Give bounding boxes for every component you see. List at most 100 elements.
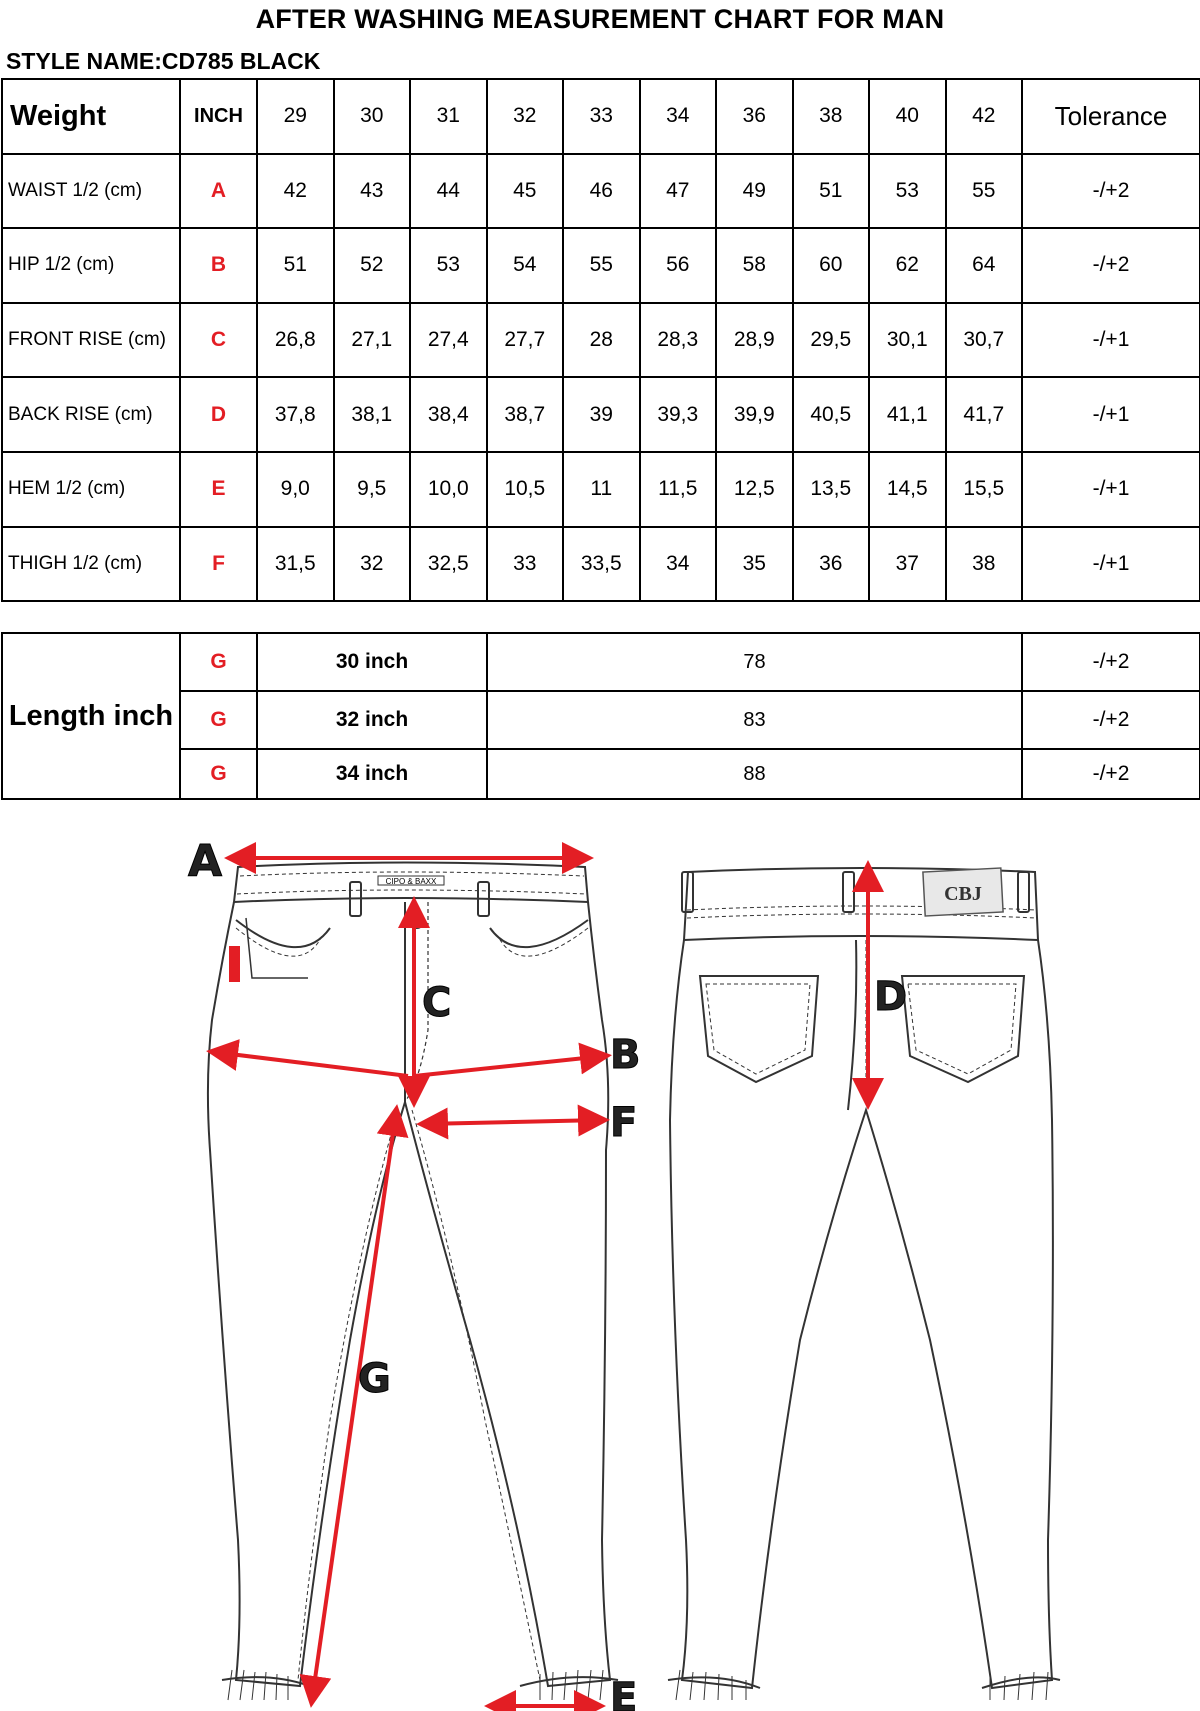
- weight-header: Weight: [1, 78, 181, 155]
- measurement-value: 38,7: [485, 376, 564, 453]
- size-header: 29: [256, 78, 335, 155]
- length-size: 34 inch: [256, 748, 488, 800]
- measurement-value: 9,0: [256, 450, 335, 528]
- red-tag-icon: [229, 946, 240, 982]
- measurement-value: 38: [944, 525, 1023, 603]
- measurement-value: 58: [715, 227, 794, 304]
- tolerance-value: -/+1: [1021, 525, 1200, 603]
- measurement-value: 13,5: [791, 450, 870, 528]
- size-header: 34: [638, 78, 717, 155]
- measurement-value: 42: [256, 152, 335, 230]
- measurement-value: 28,3: [638, 301, 717, 379]
- measurement-value: 27,1: [332, 301, 411, 379]
- measurement-label: WAIST 1/2 (cm): [1, 152, 181, 230]
- tolerance-value: -/+2: [1021, 227, 1200, 304]
- page-title: AFTER WASHING MEASUREMENT CHART FOR MAN: [255, 4, 945, 34]
- front-brand-text: CIPO & BAXX: [386, 877, 437, 886]
- marker-f: F: [610, 1100, 637, 1146]
- measurement-value: 47: [638, 152, 717, 230]
- length-value: 83: [486, 690, 1023, 750]
- jeans-measurement-diagram: CIPO & BAXX CBJ: [188, 836, 1061, 1711]
- measurement-value: 27,7: [485, 301, 564, 379]
- length-size: 32 inch: [256, 690, 488, 750]
- tolerance-header: Tolerance: [1021, 78, 1200, 155]
- measurement-value: 43: [332, 152, 411, 230]
- size-header: 36: [715, 78, 794, 155]
- measurement-value: 53: [868, 152, 947, 230]
- measurement-value: 55: [562, 227, 641, 304]
- arrow-b-hip: [206, 1039, 409, 1078]
- measurement-value: 36: [791, 525, 870, 603]
- marker-d: D: [874, 974, 907, 1020]
- measurement-value: 28: [562, 301, 641, 379]
- measurement-value: 12,5: [715, 450, 794, 528]
- marker-e: E: [610, 1675, 637, 1711]
- measurement-value: 56: [638, 227, 717, 304]
- measurement-value: 39: [562, 376, 641, 453]
- size-header: 30: [332, 78, 411, 155]
- back-brand-text: CBJ: [944, 883, 982, 905]
- measurement-value: 32: [332, 525, 411, 603]
- measurement-value: 10,5: [485, 450, 564, 528]
- measurement-value: 60: [791, 227, 870, 304]
- back-view-jeans: [667, 867, 1061, 1701]
- measurement-value: 46: [562, 152, 641, 230]
- length-value: 88: [486, 748, 1023, 800]
- measurement-value: 15,5: [944, 450, 1023, 528]
- tolerance-value: -/+1: [1021, 301, 1200, 379]
- measurement-value: 54: [485, 227, 564, 304]
- measurement-label: THIGH 1/2 (cm): [1, 525, 181, 603]
- measurement-value: 10,0: [409, 450, 488, 528]
- measurement-value: 9,5: [332, 450, 411, 528]
- measurement-value: 38,4: [409, 376, 488, 453]
- measurement-value: 64: [944, 227, 1023, 304]
- style-name: STYLE NAME:CD785 BLACK: [6, 48, 321, 74]
- measurement-label: FRONT RISE (cm): [1, 301, 181, 379]
- measurement-value: 27,4: [409, 301, 488, 379]
- measurement-value: 40,5: [791, 376, 870, 453]
- measurement-label: HIP 1/2 (cm): [1, 227, 181, 304]
- front-brand-label: [377, 875, 445, 886]
- measurement-value: 11: [562, 450, 641, 528]
- measurement-value: 41,7: [944, 376, 1023, 453]
- inch-header: INCH: [179, 78, 258, 155]
- length-size: 30 inch: [256, 632, 488, 692]
- measurement-value: 52: [332, 227, 411, 304]
- marker-g: G: [358, 1356, 391, 1402]
- measurement-value: 44: [409, 152, 488, 230]
- measurement-arrows: [206, 842, 884, 1711]
- measurement-value: 39,3: [638, 376, 717, 453]
- length-code: G: [179, 690, 258, 750]
- length-tolerance: -/+2: [1021, 748, 1200, 800]
- marker-a: A: [188, 836, 222, 887]
- length-code: G: [179, 632, 258, 692]
- arrow-g-length: [299, 1104, 409, 1708]
- measurement-value: 55: [944, 152, 1023, 230]
- measurement-value: 30,1: [868, 301, 947, 379]
- length-tolerance: -/+2: [1021, 632, 1200, 692]
- size-header: 42: [944, 78, 1023, 155]
- measurement-value: 37: [868, 525, 947, 603]
- measurement-value: 37,8: [256, 376, 335, 453]
- measurement-code: D: [179, 376, 258, 453]
- size-header: 32: [485, 78, 564, 155]
- measurement-value: 35: [715, 525, 794, 603]
- measurement-value: 33,5: [562, 525, 641, 603]
- measurement-label: BACK RISE (cm): [1, 376, 181, 453]
- size-header: 33: [562, 78, 641, 155]
- measurement-value: 30,7: [944, 301, 1023, 379]
- arrow-f-thigh: [416, 1104, 610, 1140]
- back-brand-label: CBJ: [922, 867, 1004, 917]
- measurement-value: 51: [256, 227, 335, 304]
- length-label: Length inch: [1, 632, 181, 800]
